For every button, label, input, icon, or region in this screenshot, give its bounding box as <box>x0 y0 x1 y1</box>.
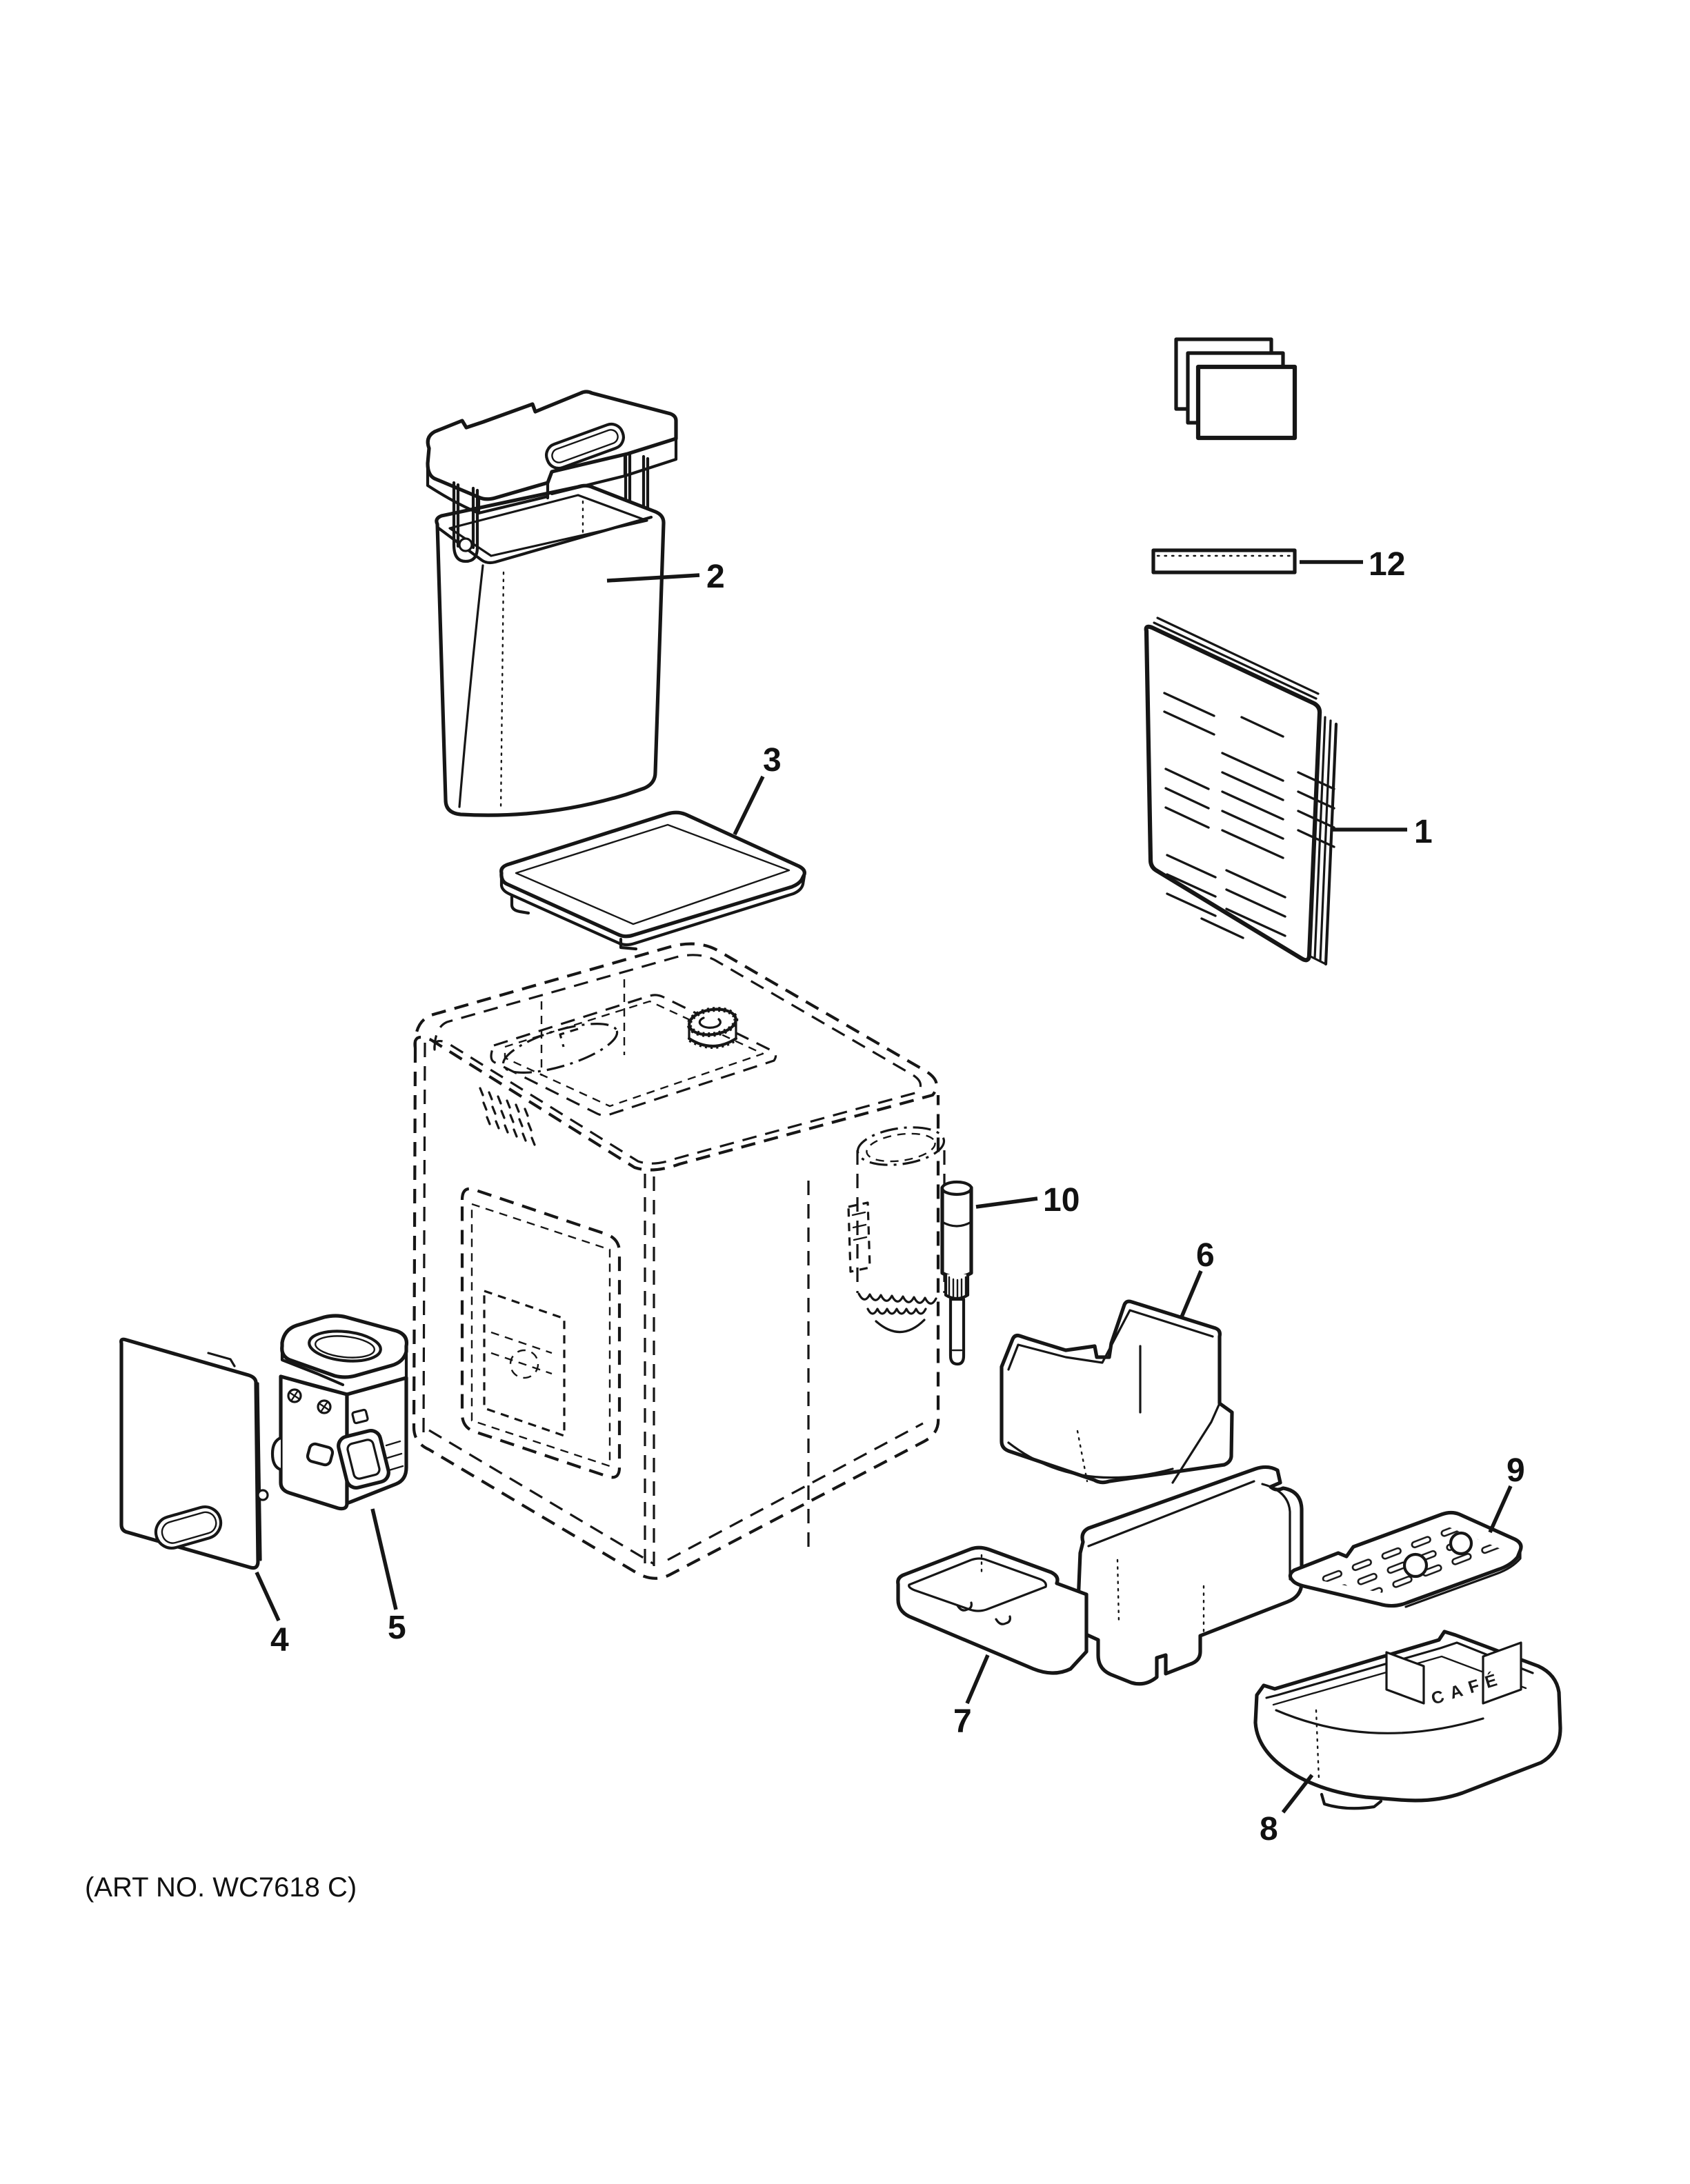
part-6-grounds-hopper <box>1000 1299 1234 1485</box>
lid-rail-left <box>452 481 479 551</box>
tray-pan <box>896 1545 1088 1675</box>
leader-line-7 <box>965 1654 990 1705</box>
door-handle-recess <box>154 1505 223 1550</box>
part-7-drip-tray-base <box>896 1465 1304 1686</box>
callout-labels: 2 3 1 12 10 6 9 7 8 4 5 <box>270 546 1525 1847</box>
leader-line-9 <box>1488 1485 1513 1534</box>
callout-label-8: 8 <box>1260 1811 1278 1847</box>
body-bottom-front-inner <box>428 1429 655 1565</box>
body-top-face <box>413 942 938 1172</box>
machine-body-phantom <box>412 942 946 1580</box>
body-left-edge-inner <box>422 1042 426 1434</box>
callout-label-6: 6 <box>1196 1237 1215 1274</box>
leader-line-8 <box>1281 1774 1314 1814</box>
booklet-text-lines <box>1163 692 1335 939</box>
callout-label-3: 3 <box>763 742 782 779</box>
top-recess-outline <box>490 994 777 1116</box>
body-bottom-right-inner <box>667 1422 924 1561</box>
door-pin <box>257 1489 269 1501</box>
top-oval-opening <box>501 1023 619 1074</box>
front-window <box>460 1187 622 1479</box>
top-recess-bracket <box>559 1028 579 1048</box>
tray-back-wall <box>1075 1465 1304 1686</box>
callout-label-5: 5 <box>388 1610 406 1646</box>
water-tank <box>435 483 666 817</box>
body-outline <box>412 1048 940 1580</box>
bracket-screws <box>287 1388 332 1414</box>
art-number: (ART NO. WC7618 C) <box>85 1872 357 1903</box>
leader-line-5 <box>370 1508 398 1610</box>
leader-line-4 <box>255 1571 281 1622</box>
lid-rail-right <box>624 448 650 522</box>
tray-pan-inner <box>908 1557 1047 1612</box>
callout-label-10: 10 <box>1043 1182 1080 1219</box>
part-9-drip-grate <box>1288 1510 1523 1608</box>
callouts <box>255 560 1513 1814</box>
part-1-manual-booklet <box>1144 617 1338 966</box>
callout-label-12: 12 <box>1369 546 1405 583</box>
booklet-page-edges <box>1308 716 1332 965</box>
bucket-divider-1 <box>1385 1651 1425 1705</box>
leader-line-2 <box>606 573 700 583</box>
part-3-cover-plate <box>499 810 806 951</box>
part-12-strip <box>1151 548 1297 574</box>
part-2-water-tank-assembly <box>426 390 678 817</box>
grate-hole-2 <box>1449 1531 1473 1556</box>
grinder-knob <box>686 1007 739 1049</box>
vent-grid <box>479 1087 536 1146</box>
frother-holder-cylinder <box>847 1126 946 1334</box>
callout-label-1: 1 <box>1414 814 1433 850</box>
leader-line-10 <box>975 1196 1038 1209</box>
body-top-face-inner <box>433 954 922 1165</box>
bucket-divider-2 <box>1482 1641 1522 1705</box>
tank-lid <box>426 390 678 563</box>
callout-label-2: 2 <box>706 559 725 595</box>
cards-stack <box>1174 337 1298 441</box>
grate-hole-1 <box>1402 1552 1429 1579</box>
part-10-steam-wand <box>940 1180 973 1366</box>
callout-label-9: 9 <box>1507 1452 1525 1489</box>
part-5-latch-bracket <box>270 1314 409 1511</box>
leader-line-3 <box>733 775 765 836</box>
part-4-side-door <box>119 1337 269 1570</box>
part-8-drip-bucket: CAFÉ <box>1253 1630 1562 1810</box>
top-recess-inner <box>504 1000 764 1108</box>
callout-label-4: 4 <box>270 1622 289 1659</box>
leader-line-6 <box>1179 1270 1203 1320</box>
callout-label-7: 7 <box>953 1703 972 1740</box>
